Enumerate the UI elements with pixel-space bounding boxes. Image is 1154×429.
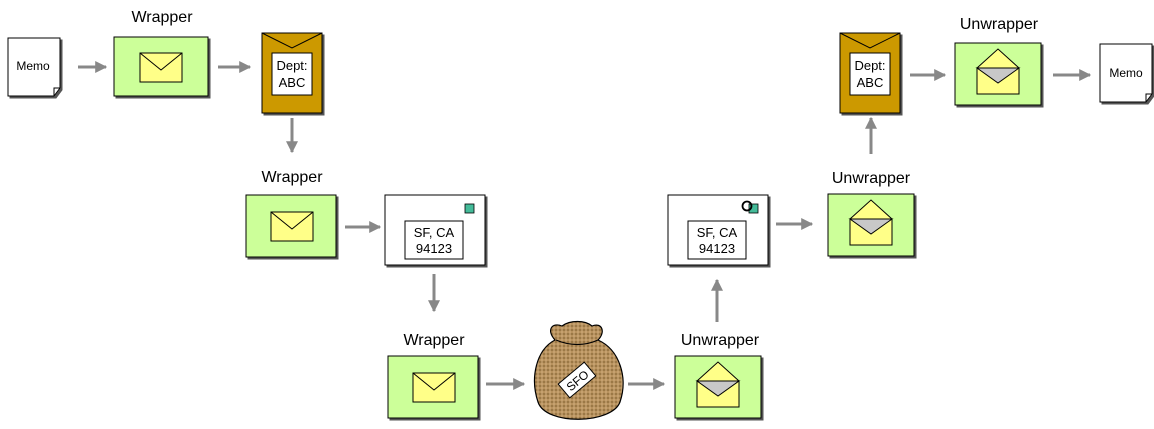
wrapper-1-label: Wrapper	[131, 9, 193, 26]
wrapper-2-label: Wrapper	[261, 169, 323, 186]
unwrapper-3-component	[954, 42, 1042, 106]
open-envelope-icon	[848, 199, 894, 246]
unwrapper-1-label: Unwrapper	[681, 332, 760, 349]
address-in-line-2: 94123	[699, 241, 735, 256]
stamp-icon	[748, 203, 759, 214]
open-envelope-icon	[975, 48, 1021, 95]
address-out-line-1: SF, CA	[414, 225, 455, 240]
memo-document-out	[1099, 43, 1153, 103]
envelope-icon	[139, 52, 183, 83]
stamp-icon	[464, 203, 475, 214]
postmark-icon	[741, 200, 753, 212]
unwrapper-3-label: Unwrapper	[960, 16, 1039, 33]
memo-out-label: Memo	[1109, 66, 1143, 80]
wrapper-1-component	[113, 36, 209, 97]
dept-envelope-out	[261, 32, 323, 114]
wrapper-3-component	[387, 355, 479, 419]
open-envelope-icon	[695, 361, 741, 408]
address-out-line-2: 94123	[416, 241, 452, 256]
sack-tag	[557, 361, 597, 399]
mail-sack-icon: SFO	[534, 320, 624, 420]
envelope-icon	[270, 211, 314, 242]
address-in-line-1: SF, CA	[697, 225, 738, 240]
dept-out-line-1: Dept:	[276, 58, 307, 73]
memo-in-label: Memo	[16, 59, 50, 73]
dept-out-line-2: ABC	[279, 75, 306, 90]
memo-document-in	[7, 37, 61, 97]
wrapper-2-component	[245, 194, 337, 258]
address-envelope-in	[667, 194, 769, 266]
unwrapper-2-component	[827, 193, 915, 257]
unwrapper-1-component	[674, 355, 762, 419]
wrapper-3-label: Wrapper	[403, 332, 465, 349]
dept-envelope-in	[839, 32, 901, 114]
dept-in-line-2: ABC	[857, 75, 884, 90]
dept-in-line-1: Dept:	[854, 58, 885, 73]
unwrapper-2-label: Unwrapper	[832, 170, 911, 187]
flow-arrows	[78, 61, 1092, 390]
envelope-icon	[412, 372, 456, 403]
address-envelope-out	[384, 194, 486, 266]
